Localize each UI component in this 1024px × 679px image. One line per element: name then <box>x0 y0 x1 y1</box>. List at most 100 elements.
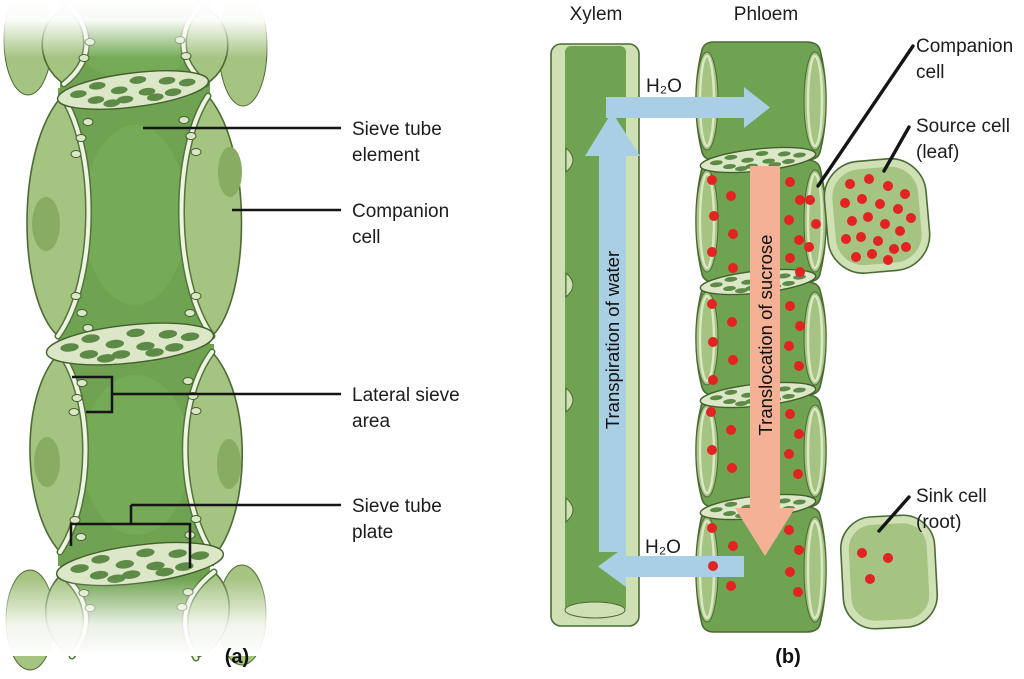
lateral-sieve-area-label: Lateral sieve <box>352 385 460 406</box>
h2o-label-top: H₂O <box>646 76 682 97</box>
caption-a: (a) <box>225 646 249 668</box>
lateral-sieve-bead <box>190 515 202 523</box>
sieve-plate-pore <box>165 343 184 352</box>
sucrose-dots-phloem <box>706 175 821 597</box>
xylem-tube-bottom <box>564 601 626 619</box>
sieve-plate-pore <box>158 76 176 85</box>
sucrose-dot <box>707 523 717 533</box>
sucrose-dot <box>784 525 794 535</box>
sucrose-dot <box>726 425 736 435</box>
lateral-sieve-bead <box>76 379 88 387</box>
lateral-sieve-bead <box>190 148 202 156</box>
lateral-sieve-bead <box>75 533 87 541</box>
sucrose-dot <box>851 252 861 262</box>
sucrose-dot <box>707 299 717 309</box>
xylem-pit <box>565 271 574 299</box>
panel-a-annotations: Sieve tube element Companion cell Latera… <box>69 119 460 568</box>
sucrose-dot <box>883 553 893 563</box>
sieve-plate-pore <box>145 348 164 357</box>
lateral-sieve-bead <box>190 407 202 415</box>
leader-line <box>877 495 911 533</box>
phloem-header: Phloem <box>734 4 798 25</box>
lateral-sieve-bead <box>68 408 80 416</box>
transpiration-label: Transpiration of water <box>602 251 623 429</box>
sieve-plate-pore <box>735 166 748 172</box>
sucrose-dot <box>707 175 717 185</box>
sieve-plate <box>45 322 215 366</box>
sucrose-dots-source <box>840 174 916 265</box>
sieve-plate-pore <box>70 564 89 573</box>
sieve-plate-pore <box>709 282 723 288</box>
sucrose-dot <box>784 215 794 225</box>
sucrose-dot <box>856 232 866 242</box>
h2o-arrow-top-head <box>744 87 770 128</box>
sieve-plate-pore <box>81 334 100 343</box>
lateral-sieve-bead <box>178 116 190 124</box>
sieve-plate-pore <box>723 286 736 292</box>
phloem-cell-wall-highlight <box>806 54 824 148</box>
sieve-plate-pore <box>782 280 795 286</box>
sucrose-dot <box>873 236 883 246</box>
sieve-plate-pore <box>724 154 738 160</box>
nucleus <box>34 437 60 487</box>
nucleus <box>218 147 242 197</box>
sucrose-dot <box>805 195 815 205</box>
phloem-cells <box>695 41 827 633</box>
h2o-arrow-bottom-head <box>598 546 626 587</box>
sucrose-dot <box>728 355 738 365</box>
companion-cell-label: cell <box>352 227 381 248</box>
sucrose-dot <box>784 341 794 351</box>
lateral-sieve-bead <box>69 516 81 524</box>
sieve-plate-pore <box>70 90 87 98</box>
sucrose-dot <box>883 181 893 191</box>
sieve-plate-pore <box>709 160 723 166</box>
sieve-plate-pore <box>116 95 134 104</box>
sieve-plate-pore <box>138 87 156 96</box>
sieve-plate-pore <box>147 93 164 102</box>
bottom-fade <box>0 578 270 656</box>
sucrose-dot <box>794 429 804 439</box>
sucrose-dot <box>857 548 867 558</box>
sieve-plate-pore <box>105 339 125 349</box>
sieve-plate-pore <box>126 328 145 338</box>
sieve-plate-pore <box>164 88 182 97</box>
lateral-sieve-bead <box>70 292 82 300</box>
sucrose-dot <box>893 204 903 214</box>
lateral-sieve-bead <box>182 377 194 385</box>
sieve-plate <box>699 146 817 174</box>
sieve-plate-pore <box>180 332 200 342</box>
sucrose-dot <box>875 199 885 209</box>
sucrose-dot <box>863 212 873 222</box>
sieve-plate-pore <box>777 498 791 504</box>
sieve-plate-pore <box>96 354 116 363</box>
source-cell-body <box>832 166 922 266</box>
sucrose-dot <box>728 229 738 239</box>
sieve-plate-pore <box>155 567 174 577</box>
phloem-cell-wall-highlight <box>806 519 824 620</box>
sucrose-dot <box>785 253 795 263</box>
sieve-plate-pore <box>741 157 754 163</box>
sieve-plate-pore <box>89 570 109 580</box>
lateral-sieve-bead <box>70 150 82 158</box>
h2o-label-bottom: H₂O <box>645 537 681 558</box>
sucrose-dot <box>793 469 803 479</box>
sieve-plates <box>45 70 225 587</box>
sieve-plate-pore <box>724 276 738 282</box>
sucrose-dot <box>804 242 814 252</box>
sieve-plate-pore <box>129 76 147 84</box>
sucrose-dot <box>901 242 911 252</box>
transpiration-arrow <box>599 150 626 552</box>
sucrose-dot <box>857 194 867 204</box>
sucrose-dot <box>707 247 717 257</box>
sucrose-dot <box>889 244 899 254</box>
sucrose-dot <box>726 581 736 591</box>
sieve-plate-pore <box>111 350 131 359</box>
sucrose-dot <box>785 177 795 187</box>
sieve-plate-pore <box>782 393 795 399</box>
xylem-pit <box>565 496 574 524</box>
source-cell-label: Source cell <box>916 116 1010 137</box>
panel-b-illustration: Transpiration of water Translocation of … <box>550 41 939 633</box>
cell-highlight <box>83 125 187 305</box>
sucrose-dot <box>785 301 795 311</box>
sieve-plate-pore <box>723 399 736 405</box>
